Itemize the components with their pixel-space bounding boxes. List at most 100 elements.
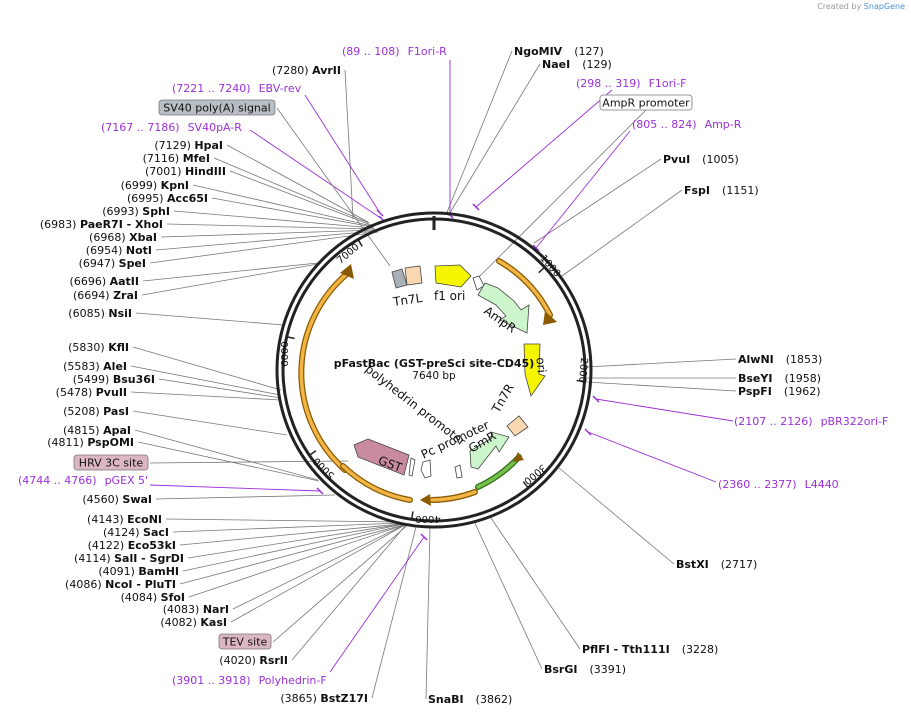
- enzyme-pvuii[interactable]: (5478) PvuII: [56, 386, 127, 399]
- enzyme-sali[interactable]: (4114) SalI - SgrDI: [74, 552, 184, 565]
- plasmid-length: 7640 bp: [412, 370, 456, 382]
- enzyme-nari[interactable]: (4083) NarI: [163, 603, 229, 616]
- enzyme-hindiii[interactable]: (7001) HindIII: [145, 165, 226, 178]
- arc-left: [298, 270, 351, 473]
- site-labels: NgoMIV(127)NaeI(129) PvuI(1005) FspI(1151)…: [18, 45, 888, 706]
- feature-shapes: [353, 264, 546, 479]
- arc-arrowheads: [340, 264, 557, 506]
- svg-text:(7001) HindIII: (7001) HindIII: [145, 165, 226, 178]
- enzyme-snabi[interactable]: SnaBI(3862): [428, 693, 512, 706]
- backbone-outer: [275, 211, 593, 529]
- svg-text:(6085) NsiI: (6085) NsiI: [68, 307, 132, 320]
- svg-text:TEV site: TEV site: [222, 636, 268, 649]
- enzyme-bsrgi[interactable]: BsrGI(3391): [544, 663, 626, 676]
- primer-f1ori-r[interactable]: (89 .. 108)F1ori-R: [342, 45, 447, 58]
- feature-box-hrv3c[interactable]: HRV 3C site: [73, 454, 149, 471]
- enzyme-naei[interactable]: NaeI(129): [542, 58, 612, 71]
- enzyme-ngomiv[interactable]: NgoMIV(127): [514, 45, 604, 58]
- enzyme-bstxi[interactable]: BstXI(2717): [676, 558, 757, 571]
- svg-text:(4082) KasI: (4082) KasI: [160, 616, 227, 629]
- enzyme-paer7i[interactable]: (6983) PaeR7I - XhoI: [40, 218, 163, 231]
- enzyme-apai[interactable]: (4815) ApaI: [63, 424, 131, 437]
- svg-text:SV40 poly(A) signal: SV40 poly(A) signal: [163, 102, 270, 115]
- primer-amp-r[interactable]: (805 .. 824)Amp-R: [632, 118, 742, 131]
- enzyme-rsrii[interactable]: (4020) RsrII: [219, 654, 288, 667]
- primer-polyhedrin-f[interactable]: (3901 .. 3918)Polyhedrin-F: [172, 674, 327, 687]
- enzyme-spei[interactable]: (6947) SpeI: [79, 257, 146, 270]
- enzyme-bseyi[interactable]: BseYI(1958): [738, 372, 821, 385]
- svg-text:(4560) SwaI: (4560) SwaI: [82, 493, 152, 506]
- enzyme-pasi[interactable]: (5208) PasI: [63, 405, 129, 418]
- enzyme-econi[interactable]: (4143) EcoNI: [87, 513, 162, 526]
- svg-text:BsrGI(3391): BsrGI(3391): [544, 663, 626, 676]
- svg-text:(6947) SpeI: (6947) SpeI: [79, 257, 146, 270]
- enzyme-noti[interactable]: (6954) NotI: [86, 244, 152, 257]
- enzyme-avrii[interactable]: (7280) AvrII: [272, 64, 341, 77]
- enzyme-swai[interactable]: (4560) SwaI: [82, 493, 152, 506]
- primer-f1ori-f[interactable]: (298 .. 319)F1ori-F: [576, 77, 687, 90]
- enzyme-zrai[interactable]: (6694) ZraI: [73, 289, 138, 302]
- enzyme-fspi[interactable]: FspI(1151): [684, 184, 759, 197]
- enzyme-saci[interactable]: (4124) SacI: [103, 526, 169, 539]
- svg-text:(7129) HpaI: (7129) HpaI: [154, 139, 223, 152]
- enzyme-alwni[interactable]: AlwNI(1853): [738, 353, 822, 366]
- enzyme-pspomi[interactable]: (4811) PspOMI: [47, 436, 134, 449]
- svg-text:(6694) ZraI: (6694) ZraI: [73, 289, 138, 302]
- enzyme-bsu36i[interactable]: (5499) Bsu36I: [73, 373, 155, 386]
- enzyme-kpni[interactable]: (6999) KpnI: [121, 179, 189, 192]
- feature-polyhedrin: [420, 459, 432, 479]
- svg-text:(3865) BstZ17I: (3865) BstZ17I: [280, 692, 368, 705]
- enzyme-nsii[interactable]: (6085) NsiI: [68, 307, 132, 320]
- enzyme-aatii[interactable]: (6696) AatII: [70, 275, 139, 288]
- enzyme-acc65i[interactable]: (6995) Acc65I: [127, 192, 208, 205]
- label-tn7l: Tn7L: [391, 291, 423, 309]
- ruler-label-6000: 6000: [280, 341, 291, 366]
- primer-pgex-5-[interactable]: (4744 .. 4766)pGEX 5': [18, 474, 148, 487]
- enzyme-pflfi[interactable]: PflFI - Tth111I(3228): [582, 643, 718, 656]
- svg-text:(5583) AleI: (5583) AleI: [63, 360, 127, 373]
- svg-text:AlwNI(1853): AlwNI(1853): [738, 353, 822, 366]
- enzyme-sfoi[interactable]: (4084) SfoI: [121, 591, 185, 604]
- primer-l4440[interactable]: (2360 .. 2377)L4440: [718, 478, 839, 491]
- ruler-label-1000: 1000: [537, 253, 562, 279]
- enzyme-bamhi[interactable]: (4091) BamHI: [98, 565, 179, 578]
- svg-text:(4084) SfoI: (4084) SfoI: [121, 591, 185, 604]
- ruler-label-4000: 4000: [415, 513, 440, 524]
- svg-text:SnaBI(3862): SnaBI(3862): [428, 693, 512, 706]
- svg-text:(3901 .. 3918)Polyhedrin-F: (3901 .. 3918)Polyhedrin-F: [172, 674, 327, 687]
- enzyme-mfei[interactable]: (7116) MfeI: [143, 152, 210, 165]
- enzyme-ncoi[interactable]: (4086) NcoI - PluTI: [65, 578, 176, 591]
- svg-text:(2107 .. 2126)pBR322ori-F: (2107 .. 2126)pBR322ori-F: [734, 415, 888, 428]
- enzyme-eco53ki[interactable]: (4122) Eco53kI: [88, 539, 176, 552]
- primer-ebv-rev[interactable]: (7221 .. 7240)EBV-rev: [172, 82, 302, 95]
- svg-text:(4811) PspOMI: (4811) PspOMI: [47, 436, 134, 449]
- feature-box-tev[interactable]: TEV site: [218, 633, 272, 650]
- svg-text:PflFI - Tth111I(3228): PflFI - Tth111I(3228): [582, 643, 718, 656]
- enzyme-sphi[interactable]: (6993) SphI: [102, 205, 170, 218]
- enzyme-kfli[interactable]: (5830) KflI: [68, 341, 129, 354]
- svg-text:(4114) SalI - SgrDI: (4114) SalI - SgrDI: [74, 552, 184, 565]
- feature-box-amprpromoter[interactable]: AmpR promoter: [599, 94, 693, 111]
- svg-text:(5830) KflI: (5830) KflI: [68, 341, 129, 354]
- enzyme-xbai[interactable]: (6968) XbaI: [89, 231, 157, 244]
- svg-text:(6999) KpnI: (6999) KpnI: [121, 179, 189, 192]
- enzyme-alei[interactable]: (5583) AleI: [63, 360, 127, 373]
- svg-text:(6696) AatII: (6696) AatII: [70, 275, 139, 288]
- primer-pbr322ori-f[interactable]: (2107 .. 2126)pBR322ori-F: [734, 415, 888, 428]
- enzyme-pspfi[interactable]: PspFI(1962): [738, 385, 820, 398]
- enzyme-hpai[interactable]: (7129) HpaI: [154, 139, 223, 152]
- svg-text:PspFI(1962): PspFI(1962): [738, 385, 820, 398]
- svg-text:(4020) RsrII: (4020) RsrII: [219, 654, 288, 667]
- svg-text:(805 .. 824)Amp-R: (805 .. 824)Amp-R: [632, 118, 742, 131]
- enzyme-bstz17i[interactable]: (3865) BstZ17I: [280, 692, 368, 705]
- svg-text:HRV 3C site: HRV 3C site: [79, 457, 144, 470]
- svg-text:(7280) AvrII: (7280) AvrII: [272, 64, 341, 77]
- primer-sv40pa-r[interactable]: (7167 .. 7186)SV40pA-R: [101, 121, 242, 134]
- enzyme-pvui[interactable]: PvuI(1005): [663, 153, 739, 166]
- ruler-tick: [357, 239, 363, 247]
- feature-box-sv40pa[interactable]: SV40 poly(A) signal: [158, 99, 276, 116]
- svg-text:BseYI(1958): BseYI(1958): [738, 372, 821, 385]
- enzyme-kasi[interactable]: (4082) KasI: [160, 616, 227, 629]
- ruler-tick: [410, 511, 414, 520]
